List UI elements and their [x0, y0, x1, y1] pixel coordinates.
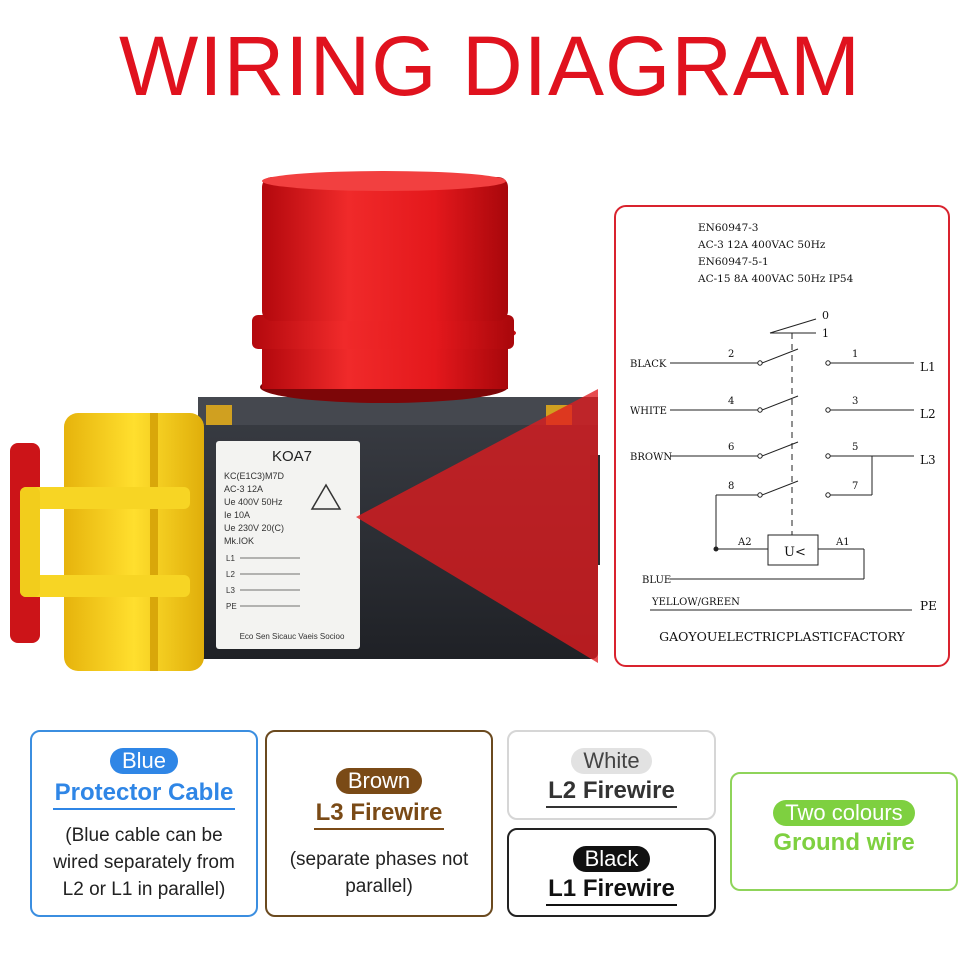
- wiring-schematic: EN60947-3AC-3 12A 400VAC 50HzEN60947-5-1…: [630, 222, 937, 644]
- page-title: WIRING DIAGRAM: [119, 19, 861, 113]
- brown-heading: L3 Firewire: [313, 798, 445, 830]
- brown-pill: Brown: [335, 768, 423, 794]
- blue-heading: Protector Cable: [52, 778, 236, 810]
- switch-blade: [761, 348, 799, 364]
- product-label: KOA7 KC(E1C3)M7D AC-3 12A Ue 400V 50Hz Ie 1…: [216, 441, 360, 649]
- wire-label-ground: YELLOW/GREEN: [651, 597, 740, 608]
- factory-name: GAOYOUELECTRICPLASTICFACTORY: [659, 629, 906, 644]
- terminal-contact: [825, 453, 831, 459]
- wire-label-right: L3: [920, 453, 936, 467]
- wire-label-right: L2: [920, 407, 936, 421]
- terminal-contact: [757, 492, 763, 498]
- black-heading: L1 Firewire: [546, 874, 677, 906]
- switch-blade: [761, 480, 799, 496]
- zoom-highlight: [356, 389, 598, 663]
- terminal-number-out: 3: [852, 396, 858, 407]
- spec-line: AC-3 12A 400VAC 50Hz: [697, 239, 826, 251]
- brown-note-line: parallel): [345, 876, 413, 897]
- yellow-guard: [10, 413, 204, 671]
- coil-terminal-a1: A1: [835, 537, 850, 548]
- spec-line: AC-15 8A 400VAC 50Hz IP54: [697, 273, 854, 285]
- legend-card-blue: Blue Protector Cable (Blue cable can be …: [30, 730, 258, 917]
- ground-pill: Two colours: [773, 800, 915, 826]
- terminal-number-out: 5: [852, 442, 858, 453]
- blue-pill: Blue: [109, 748, 179, 774]
- position-label-off: 0: [822, 309, 829, 322]
- terminal-contact: [825, 407, 831, 413]
- terminal-contact: [757, 453, 763, 459]
- label-spec-line: Ue 230V 20(C): [224, 523, 284, 533]
- label-footer: Eco Sen Sicauc Vaeis Socioo: [240, 632, 345, 641]
- aux-terminal-out: 7: [852, 481, 858, 492]
- blue-note-line: wired separately from: [53, 852, 235, 873]
- wire-label-right: L1: [920, 360, 936, 374]
- blue-note-line: L2 or L1 in parallel): [62, 879, 226, 900]
- label-title: KOA7: [272, 448, 312, 465]
- label-pin: L2: [226, 570, 235, 579]
- terminal-number-in: 6: [728, 442, 734, 453]
- label-spec-line: AC-3 12A: [224, 484, 263, 494]
- terminal-number-out: 1: [852, 349, 858, 360]
- terminal-contact: [757, 407, 763, 413]
- legend-card-white: White L2 Firewire: [507, 730, 716, 820]
- coil-terminal-a2: A2: [737, 537, 752, 548]
- coil-label: U<: [784, 545, 806, 560]
- wire-label-blue: BLUE: [642, 575, 671, 586]
- switch-product-illustration: KOA7 KC(E1C3)M7D AC-3 12A Ue 400V 50Hz Ie 1…: [10, 171, 600, 671]
- terminal-number-in: 2: [728, 349, 734, 360]
- wire-label-left: BLACK: [630, 359, 667, 370]
- blue-note-line: (Blue cable can be: [65, 825, 223, 846]
- terminal-contact: [757, 360, 763, 366]
- legend-card-ground: Two colours Ground wire: [730, 772, 958, 891]
- spec-line: EN60947-5-1: [698, 256, 769, 268]
- white-heading: L2 Firewire: [546, 776, 677, 808]
- spec-line: EN60947-3: [698, 222, 758, 234]
- ground-heading: Ground wire: [773, 829, 915, 856]
- wire-label-pe: PE: [920, 599, 937, 613]
- red-cap: [252, 171, 516, 403]
- label-spec-line: Ue 400V 50Hz: [224, 497, 283, 507]
- selector-mark: [769, 318, 817, 334]
- undervoltage-coil: [767, 534, 819, 566]
- label-pin: PE: [226, 602, 237, 611]
- label-pin: L3: [226, 586, 235, 595]
- black-pill: Black: [572, 846, 651, 872]
- switch-blade: [761, 441, 799, 457]
- terminal-contact: [825, 360, 831, 366]
- label-spec-line: KC(E1C3)M7D: [224, 471, 285, 481]
- position-label-on: 1: [822, 327, 829, 340]
- white-pill: White: [571, 748, 652, 774]
- aux-terminal-in: 8: [728, 481, 734, 492]
- legend-card-brown: Brown L3 Firewire (separate phases not p…: [265, 730, 493, 917]
- terminal-contact: [825, 492, 831, 498]
- terminal-number-in: 4: [728, 396, 734, 407]
- switch-blade: [761, 395, 799, 411]
- label-pin: L1: [226, 554, 235, 563]
- wire-label-left: BROWN: [630, 452, 672, 463]
- label-spec-line: Ie 10A: [224, 510, 250, 520]
- label-spec-line: Mk.IOK: [224, 536, 254, 546]
- legend-card-black: Black L1 Firewire: [507, 828, 716, 917]
- brown-note-line: (separate phases not: [289, 849, 469, 870]
- wire-label-left: WHITE: [630, 406, 667, 417]
